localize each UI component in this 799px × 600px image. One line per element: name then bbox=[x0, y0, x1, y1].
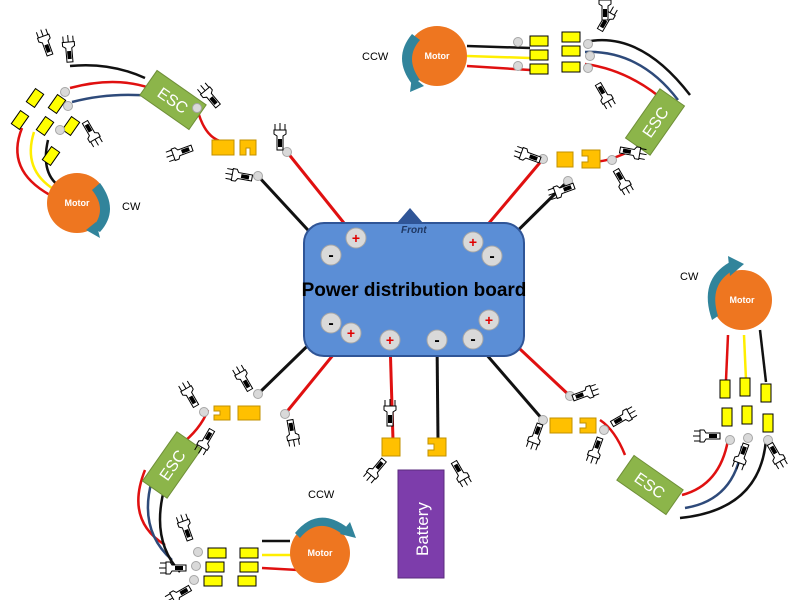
motor-body bbox=[290, 523, 350, 583]
motor-direction-label: CW bbox=[122, 201, 141, 213]
esc-top-left: ESC bbox=[139, 69, 207, 131]
motor-bottom-left: Motor CCW bbox=[290, 489, 356, 583]
svg-text:+: + bbox=[485, 312, 493, 328]
svg-text:-: - bbox=[489, 248, 494, 265]
esc-bottom-right: ESC bbox=[616, 454, 684, 516]
esc-top-right: ESC bbox=[624, 88, 686, 156]
front-label: Front bbox=[401, 225, 427, 236]
bullet-connectors-top-left bbox=[10, 87, 81, 167]
motor-body bbox=[712, 270, 772, 330]
arm-top-left: ESC Motor CW bbox=[10, 27, 292, 238]
motor-direction-label: CW bbox=[680, 271, 699, 283]
esc-bottom-left: ESC bbox=[141, 431, 203, 499]
motor-bottom-right: Motor CW bbox=[680, 256, 772, 330]
svg-text:Motor: Motor bbox=[65, 198, 90, 208]
terminal-minus-top-left: - bbox=[320, 244, 342, 266]
rotation-arrow-icon bbox=[707, 262, 734, 320]
terminal-minus-battery: - bbox=[426, 329, 448, 351]
terminal-plus-bottom-left: + bbox=[340, 322, 362, 344]
xt60-connector-top-left bbox=[211, 139, 257, 156]
terminal-minus-top-right: - bbox=[481, 245, 503, 267]
bullet-connectors-bottom-left bbox=[203, 547, 259, 587]
svg-text:+: + bbox=[386, 332, 394, 348]
svg-text:-: - bbox=[434, 332, 439, 349]
terminal-plus-top-left: + bbox=[345, 227, 367, 249]
svg-text:Motor: Motor bbox=[308, 548, 333, 558]
bullet-connectors-top-right bbox=[529, 31, 581, 75]
rotation-arrow-icon bbox=[92, 183, 110, 232]
terminal-plus-battery: + bbox=[379, 329, 401, 351]
svg-text:-: - bbox=[470, 331, 475, 348]
front-arrow-icon bbox=[397, 208, 423, 223]
svg-text:+: + bbox=[347, 325, 355, 341]
svg-text:+: + bbox=[469, 234, 477, 250]
bullet-connectors-bottom-right bbox=[719, 377, 774, 433]
arm-bottom-right: ESC Motor CW bbox=[524, 256, 790, 520]
svg-text:Motor: Motor bbox=[425, 51, 450, 61]
motor-direction-label: CCW bbox=[308, 489, 335, 501]
power-distribution-board: Front Power distribution board + - + - -… bbox=[302, 208, 527, 357]
terminal-minus-bottom-left: - bbox=[320, 312, 342, 334]
svg-text:Motor: Motor bbox=[730, 295, 755, 305]
xt60-connector-battery bbox=[381, 437, 447, 457]
motor-top-right: Motor CCW bbox=[362, 26, 467, 92]
rotation-arrow-icon bbox=[402, 34, 420, 84]
terminal-plus-top-right: + bbox=[462, 231, 484, 253]
arm-top-right: ESC Motor CCW bbox=[362, 0, 691, 202]
battery-body bbox=[397, 469, 445, 579]
arm-bottom-left: ESC Motor CCW bbox=[137, 363, 356, 600]
xt60-connector-bottom-right bbox=[549, 417, 597, 434]
board-title: Power distribution board bbox=[302, 280, 527, 301]
terminal-minus-bottom-right: - bbox=[462, 328, 484, 350]
motor-direction-label: CCW bbox=[362, 51, 389, 63]
battery-assembly: Battery bbox=[361, 398, 474, 579]
motor-top-left: Motor CW bbox=[47, 173, 141, 238]
rotation-arrow-icon bbox=[295, 517, 348, 538]
battery-label: Battery bbox=[413, 502, 432, 556]
xt60-connector-top-right bbox=[556, 149, 601, 169]
terminal-plus-bottom-right: + bbox=[478, 309, 500, 331]
xt60-connector-bottom-left bbox=[213, 405, 261, 421]
motor-body bbox=[47, 173, 107, 233]
motor-body bbox=[407, 26, 467, 86]
svg-text:-: - bbox=[328, 247, 333, 264]
svg-text:-: - bbox=[328, 315, 333, 332]
svg-text:+: + bbox=[352, 230, 360, 246]
